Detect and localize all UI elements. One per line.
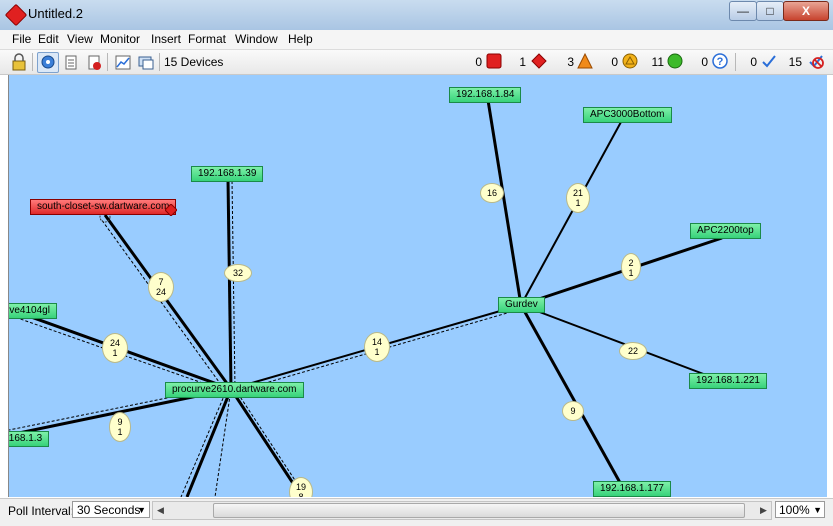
horizontal-scrollbar[interactable]: ◀ ▶	[152, 501, 772, 520]
status-count-alarm: 3	[567, 55, 574, 69]
error-list-icon[interactable]	[83, 52, 105, 73]
close-button[interactable]: X	[783, 1, 829, 21]
device-node[interactable]: 192.168.1.84	[449, 87, 522, 103]
red-square-icon[interactable]	[486, 53, 502, 69]
link-label-line: 9	[117, 417, 123, 427]
window-title: Untitled.2	[28, 6, 83, 21]
scroll-left-icon[interactable]: ◀	[157, 505, 164, 515]
status-count-critical: 1	[519, 55, 526, 69]
link-label-line: 2	[628, 258, 634, 268]
menu-format[interactable]: Format	[188, 32, 227, 46]
blue-question-icon[interactable]: ?	[712, 53, 728, 69]
status-count-acknowledged: 0	[750, 55, 757, 69]
red-diamond-icon[interactable]	[531, 53, 547, 69]
title-bar: Untitled.2 — □ X	[0, 0, 833, 31]
chevron-down-icon: ▼	[813, 505, 822, 515]
link-lines	[9, 93, 723, 497]
green-circle-icon[interactable]	[667, 53, 683, 69]
link-label-line: 1	[112, 348, 118, 358]
menu-view[interactable]: View	[67, 32, 93, 46]
device-node[interactable]: procurve2610.dartware.com	[165, 382, 304, 398]
zoom-select[interactable]: 100% ▼	[775, 501, 825, 518]
device-node[interactable]: APC3000Bottom	[583, 107, 672, 123]
menu-help[interactable]: Help	[288, 32, 313, 46]
link-label-line: 9	[570, 406, 576, 416]
scrollbar-thumb[interactable]	[213, 503, 745, 518]
link-label-line: 16	[486, 188, 497, 198]
map-view-icon[interactable]	[37, 52, 59, 73]
link-label-line: 1	[628, 268, 634, 278]
red-prohibit-icon[interactable]	[808, 53, 824, 69]
poll-interval-value: 30 Seconds	[77, 503, 141, 517]
device-node[interactable]: 192.168.1.39	[191, 166, 264, 182]
toolbar: 15 Devices 0 1 3 0 11 0 ? 0 15	[0, 50, 833, 75]
maximize-button[interactable]: □	[756, 1, 784, 21]
status-count-ok: 11	[651, 55, 664, 69]
yellow-circle-icon[interactable]	[622, 53, 638, 69]
link-label-line: 1	[117, 427, 123, 437]
menu-window[interactable]: Window	[235, 32, 278, 46]
minimize-button[interactable]: —	[729, 1, 757, 21]
link-label-line: 7	[158, 277, 164, 287]
app-diamond-icon	[4, 3, 28, 27]
menu-file[interactable]: File	[12, 32, 32, 46]
link-label[interactable]: 22	[619, 342, 647, 360]
link-label[interactable]: 32	[224, 264, 252, 282]
device-node[interactable]: 192.168.1.177	[593, 481, 671, 497]
link-label-line: 14	[371, 337, 382, 347]
link-label-line: 1	[575, 198, 581, 208]
device-node[interactable]: 192.168.1.221	[689, 373, 767, 389]
menu-monitor[interactable]: Monitor	[100, 32, 141, 46]
link-label-line: 22	[627, 346, 638, 356]
status-count-unmonitored: 15	[788, 55, 802, 69]
status-bar: Poll Interval: 30 Seconds ▼ ◀ ▶ 100% ▼	[0, 498, 833, 526]
device-count: 15 Devices	[164, 55, 224, 69]
status-count-unknown: 0	[701, 55, 708, 69]
red-diamond-icon	[165, 204, 177, 216]
device-list-icon[interactable]	[135, 52, 157, 73]
map-canvas[interactable]: 192.168.1.84 APC3000Bottom 192.168.1.39 …	[8, 75, 827, 497]
menu-bar: File Edit View Monitor Insert Format Win…	[0, 30, 833, 50]
link-label-line: 21	[572, 188, 583, 198]
poll-interval-select[interactable]: 30 Seconds ▼	[72, 501, 150, 518]
link-label[interactable]: 9	[562, 401, 584, 421]
chevron-down-icon: ▼	[137, 505, 146, 515]
device-node[interactable]: .168.1.3	[9, 431, 50, 447]
device-node-down[interactable]: south-closet-sw.dartware.com	[30, 199, 177, 215]
device-node[interactable]: rve4104gl	[9, 303, 57, 319]
link-label-line: 1	[374, 347, 380, 357]
orange-triangle-icon[interactable]	[577, 52, 593, 69]
poll-interval-label: Poll Interval:	[8, 504, 75, 518]
blue-check-icon[interactable]	[761, 53, 777, 69]
status-count-warning: 0	[611, 55, 618, 69]
link-label-line: 19	[295, 482, 306, 492]
status-count-down: 0	[475, 55, 482, 69]
link-label-line: 24	[155, 287, 166, 297]
lock-icon[interactable]	[8, 52, 30, 73]
link-label-line: 8	[298, 492, 304, 497]
link-label-line: 32	[232, 268, 243, 278]
device-node[interactable]: Gurdev	[498, 297, 545, 313]
svg-text:?: ?	[717, 56, 724, 68]
scroll-right-icon[interactable]: ▶	[760, 505, 767, 515]
link-label[interactable]: 16	[480, 183, 504, 203]
device-node[interactable]: APC2200top	[690, 223, 761, 239]
menu-insert[interactable]: Insert	[151, 32, 182, 46]
link-label-line: 24	[109, 338, 120, 348]
zoom-value: 100%	[779, 503, 810, 517]
menu-edit[interactable]: Edit	[38, 32, 59, 46]
chart-view-icon[interactable]	[112, 52, 134, 73]
list-view-icon[interactable]	[60, 52, 82, 73]
